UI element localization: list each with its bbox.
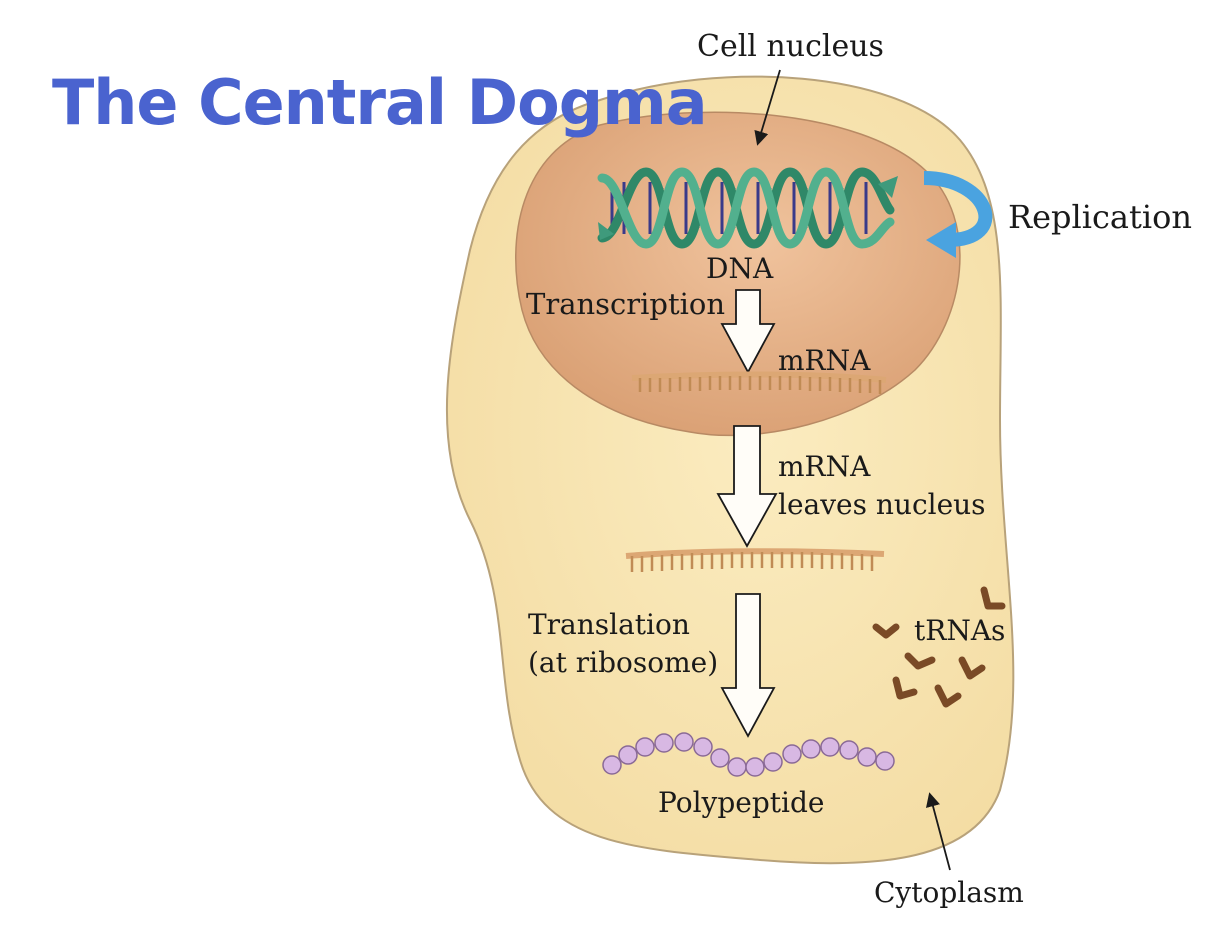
trna-molecules-icon [872, 586, 1006, 708]
translation-label-line2: (at ribosome) [528, 646, 718, 679]
cell-nucleus-label: Cell nucleus [697, 29, 884, 64]
nucleus-pointer-arrow [754, 69, 781, 146]
replication-arrow-icon [923, 171, 993, 258]
polypeptide-chain-icon [602, 732, 895, 777]
polypeptide-label: Polypeptide [658, 786, 824, 819]
mrna-strand-cytoplasm-icon [625, 548, 885, 572]
translation-label-line1: Translation [528, 608, 690, 641]
trnas-label: tRNAs [914, 614, 1005, 647]
dna-label: DNA [706, 252, 774, 285]
mrna-leaves-label-line2: leaves nucleus [778, 488, 986, 521]
replication-label: Replication [1008, 198, 1192, 236]
transcription-arrow-icon [720, 289, 776, 374]
transcription-label: Transcription [526, 287, 725, 321]
translation-arrow-icon [720, 593, 776, 738]
cytoplasm-label: Cytoplasm [874, 876, 1024, 909]
mrna-strand-icon [631, 371, 887, 394]
dna-helix-icon [597, 167, 898, 249]
mrna-leaves-label-line1: mRNA [778, 450, 871, 483]
cytoplasm-pointer-arrow [926, 792, 951, 871]
mrna-export-arrow-icon [716, 425, 778, 548]
mrna-nucleus-label: mRNA [778, 344, 871, 377]
page-title: The Central Dogma [52, 66, 708, 139]
